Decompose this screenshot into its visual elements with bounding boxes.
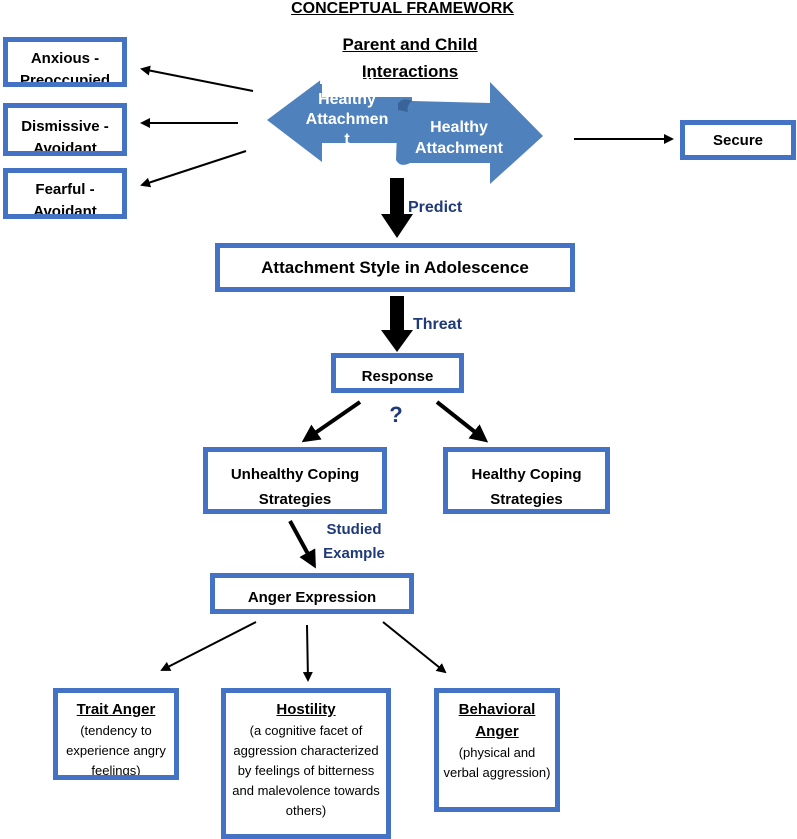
predict-arrow (381, 178, 413, 238)
threat-arrow (381, 296, 413, 352)
hostility-desc: (a cognitive facet of aggression charact… (232, 723, 380, 818)
diagram-title: CONCEPTUAL FRAMEWORK (291, 0, 514, 17)
lack-of-healthy-attachment-arrow (267, 79, 412, 162)
question-mark: ? (389, 402, 403, 427)
secure-label: Secure (712, 132, 764, 149)
arrow-to-anger-expression (288, 520, 316, 569)
healthy-attachment-arrow (396, 82, 543, 184)
secure-box: Secure (680, 120, 796, 160)
lack-line2: Healthy (318, 91, 376, 108)
healthy-arrow-label: Healthy Attachment (400, 117, 518, 159)
anxious-label: Anxious - Preoccupied (19, 50, 111, 87)
behavioral-anger-desc: (physical and verbal aggression) (443, 745, 551, 780)
healthy-coping-label: Healthy Coping Strategies (471, 466, 582, 508)
fearful-avoidant-box: Fearful - Avoidant (3, 168, 127, 219)
anxious-preoccupied-box: Anxious - Preoccupied (3, 37, 127, 87)
threat-label: Threat (413, 316, 462, 333)
behavioral-anger-title: Behavioral Anger (458, 701, 536, 740)
lack-arrow-label: Lack of Healthy Attachmen t (292, 78, 402, 158)
lack-line1: Lack of (318, 78, 375, 88)
healthy-coping-box: Healthy Coping Strategies (443, 447, 610, 514)
healthy-line2: Attachment (414, 140, 503, 157)
behavioral-anger-box: Behavioral Anger (physical and verbal ag… (434, 688, 560, 812)
arrow-to-healthy (435, 400, 489, 443)
studied-line1: Studied (326, 521, 382, 538)
lack-line3: Attachmen (305, 111, 389, 128)
arrow-to-behavioral-anger (382, 621, 447, 674)
trait-anger-box: Trait Anger (tendency to experience angr… (53, 688, 179, 780)
attachment-style-box: Attachment Style in Adolescence (215, 243, 575, 292)
subtitle-line1: Parent and Child (342, 35, 478, 54)
unhealthy-coping-label: Unhealthy Coping Strategies (230, 466, 360, 508)
subtitle: Parent and Child Interactions (310, 31, 510, 85)
dismissive-label: Dismissive - Avoidant (21, 118, 109, 156)
unhealthy-coping-box: Unhealthy Coping Strategies (203, 447, 387, 514)
subtitle-line2: Interactions (361, 62, 459, 81)
studied-example-label: Studied Example (318, 518, 390, 566)
arrow-to-trait-anger (160, 621, 257, 671)
attachment-style-label: Attachment Style in Adolescence (261, 258, 529, 277)
arrow-to-fearful (140, 150, 247, 188)
hostility-box: Hostility (a cognitive facet of aggressi… (221, 688, 391, 839)
anger-expression-label: Anger Expression (247, 589, 377, 606)
trait-anger-title: Trait Anger (76, 701, 156, 718)
arrow-to-hostility (302, 624, 313, 682)
trait-anger-desc: (tendency to experience angry feelings) (66, 723, 166, 778)
dismissive-avoidant-box: Dismissive - Avoidant (3, 103, 127, 156)
lack-line4: t (344, 131, 350, 148)
arrow-to-unhealthy (301, 400, 362, 443)
studied-line2: Example (323, 545, 385, 562)
predict-label: Predict (408, 199, 463, 216)
anger-expression-box: Anger Expression (210, 573, 414, 614)
hostility-title: Hostility (276, 701, 336, 718)
fearful-label: Fearful - Avoidant (33, 181, 97, 219)
response-box: Response (331, 353, 464, 393)
response-label: Response (361, 368, 434, 385)
arrow-to-anxious (140, 65, 254, 92)
healthy-line1: Healthy (430, 119, 488, 136)
